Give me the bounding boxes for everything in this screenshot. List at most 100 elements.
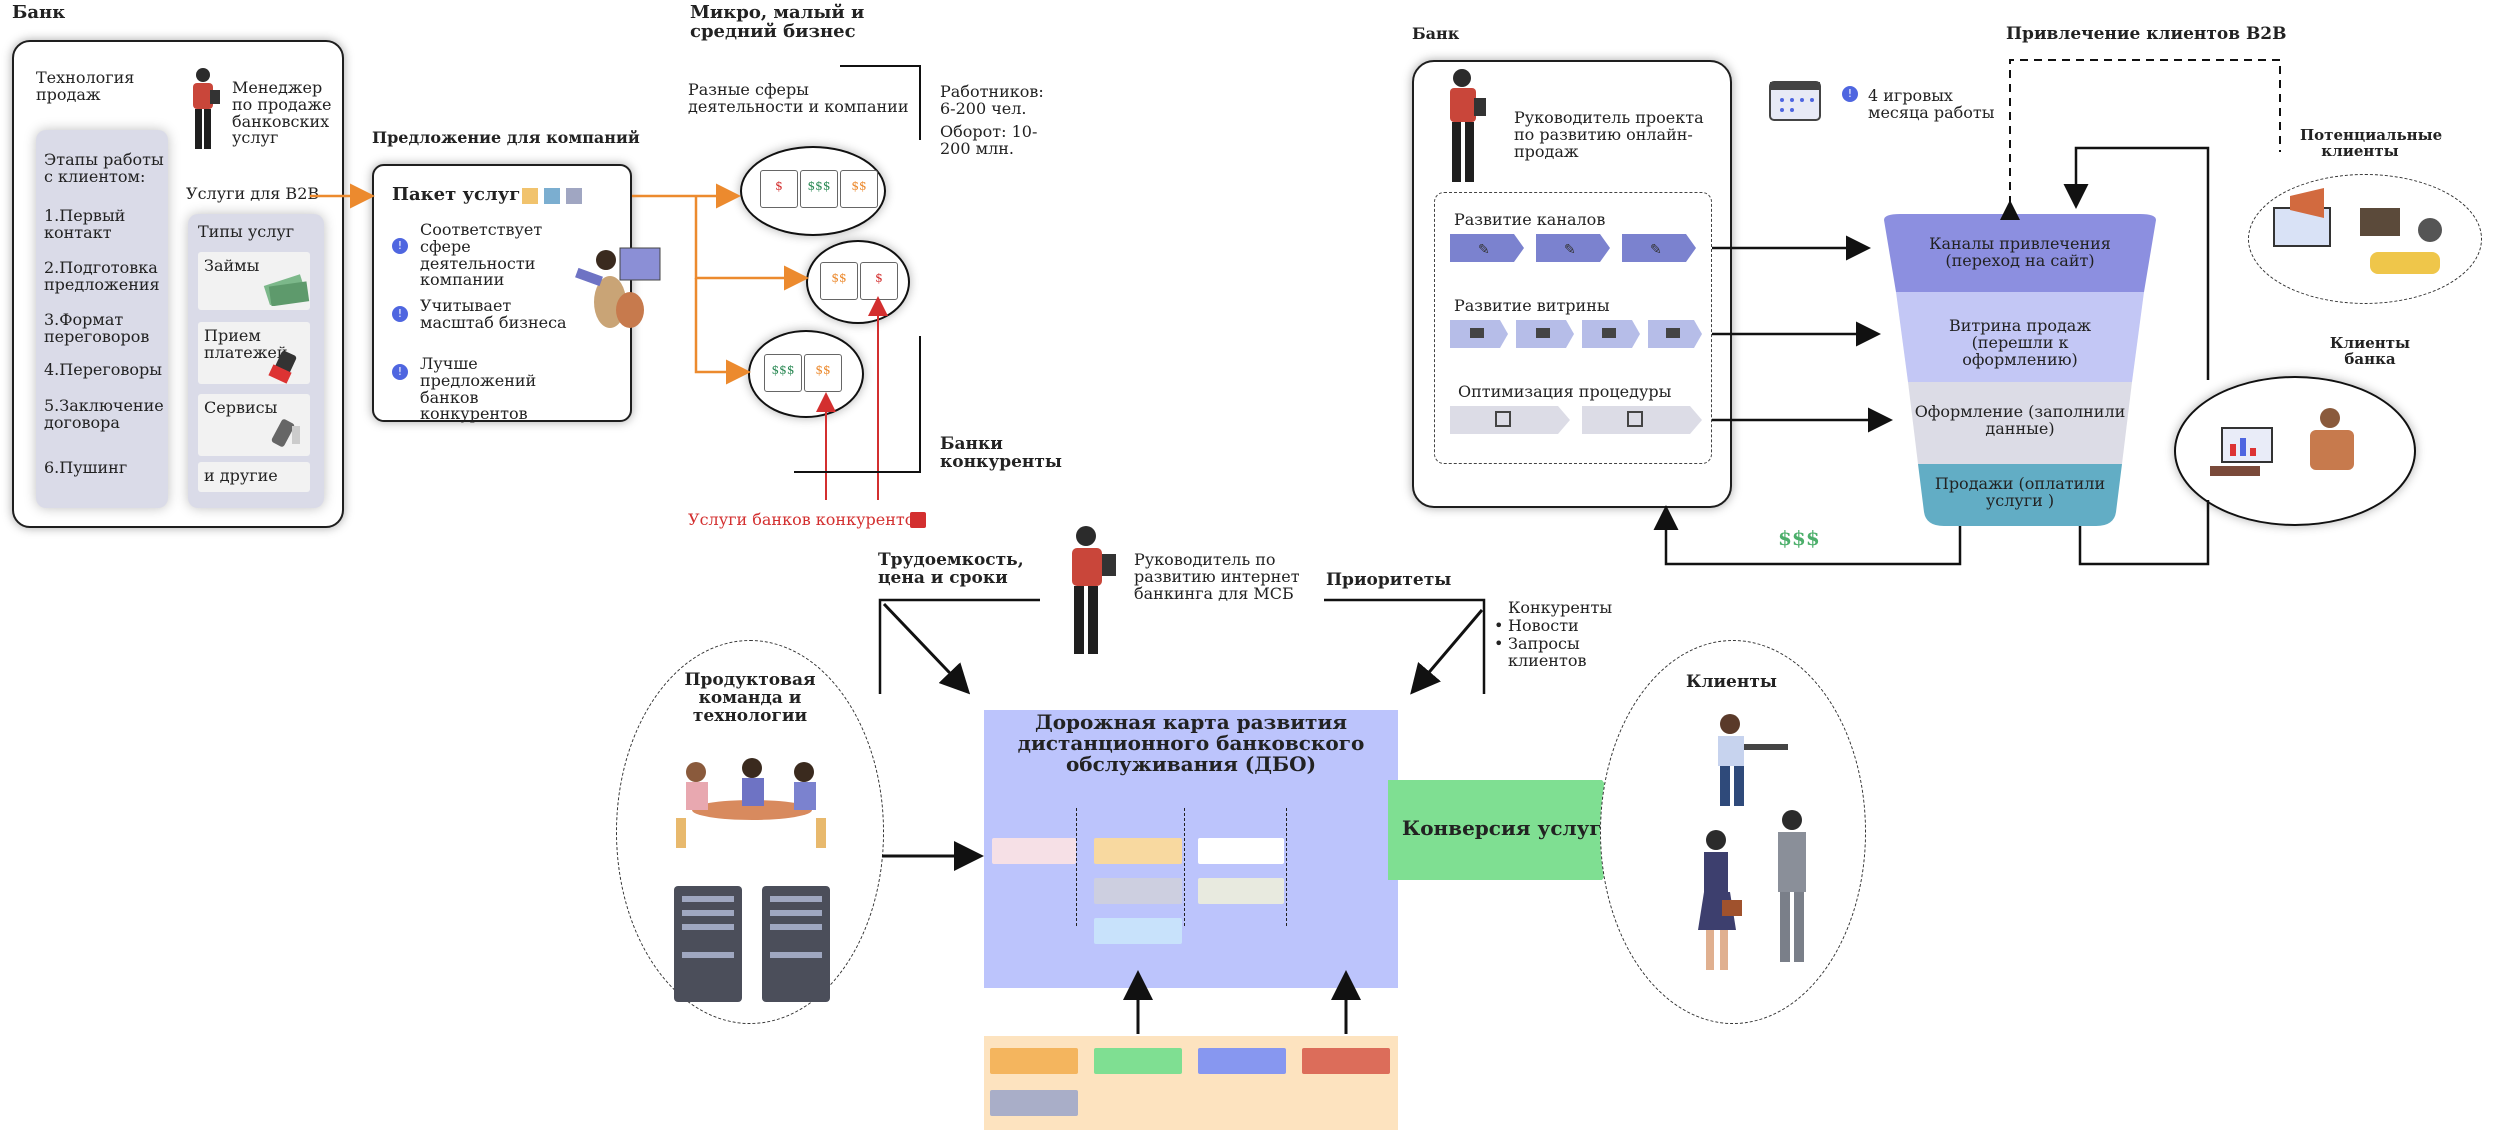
turnover-label: Оборот: 10-200 млн. — [940, 122, 1038, 158]
labor-label: Трудоемкость, цена и сроки — [878, 550, 1024, 588]
spheres-label: Разные сферы деятельности и компании — [688, 80, 909, 116]
money-icon — [263, 274, 310, 306]
bank-clients-ellipse — [2174, 376, 2416, 526]
stage-item: 5.Заключение договора — [44, 396, 164, 432]
bullet-dot: • — [1494, 616, 1504, 635]
funnel-stage: Каналы привлечения (переход на сайт) — [1929, 234, 2111, 270]
clients-icon — [1698, 714, 1806, 970]
type-item: Сервисы — [204, 398, 278, 417]
type-card — [198, 462, 310, 492]
info-icon: ! — [392, 238, 408, 254]
backlog-bar — [1198, 1048, 1286, 1074]
backlog-bar — [990, 1048, 1078, 1074]
chip: $$$ — [764, 354, 802, 392]
conversion-arrow — [1388, 780, 1638, 880]
head-label: Руководитель по развитию интернет банкин… — [1134, 550, 1300, 603]
clients-ellipse — [1600, 640, 1866, 1024]
potential-clients-title: Потенциальные клиенты — [2300, 126, 2443, 160]
conversion-label: Конверсия услуги — [1402, 816, 1617, 840]
svg-text:✎: ✎ — [1478, 242, 1490, 258]
roadmap-bar — [1198, 878, 1284, 904]
tech-label: Технология продаж — [36, 68, 135, 104]
type-item: и другие — [204, 466, 278, 485]
right-bank-title: Банк — [1412, 24, 1460, 43]
priority-item: Конкуренты — [1508, 598, 1613, 617]
channels-chevrons: ✎ ✎ ✎ — [1450, 234, 1696, 262]
card-terminal-icon — [268, 350, 297, 384]
type-card — [198, 322, 310, 384]
type-item: Прием платежей — [204, 326, 288, 362]
presenter-figure-icon — [575, 247, 661, 328]
showcase-chevrons — [1450, 320, 1702, 348]
procedure-chevrons — [1450, 406, 1702, 434]
package-swatch — [566, 188, 582, 204]
months-label: 4 игровых месяца работы — [1868, 86, 1995, 122]
bullet-dot: • — [1494, 634, 1504, 653]
package-swatch — [522, 188, 538, 204]
chip: $ — [760, 170, 798, 208]
competitors-title: Банки конкуренты — [940, 434, 1062, 472]
pm-label: Руководитель проекта по развитию онлайн-… — [1514, 108, 1704, 161]
roadmap-divider — [1286, 808, 1287, 926]
workers-label: Работников: 6-200 чел. — [940, 82, 1044, 118]
chip: $$ — [840, 170, 878, 208]
bank-client-icon — [2210, 408, 2354, 476]
stage-item: 3.Формат переговоров — [44, 310, 150, 346]
stages-title: Этапы работы с клиентом: — [44, 150, 164, 186]
row-title: Развитие каналов — [1454, 210, 1606, 229]
types-title: Типы услуг — [198, 222, 295, 241]
servers-icon — [674, 886, 830, 1002]
roadmap-bar — [1094, 838, 1182, 864]
chip: $$ — [804, 354, 842, 392]
left-bank-title: Банк — [12, 2, 66, 23]
calendar-icon — [1769, 81, 1821, 121]
info-icon: ! — [1842, 86, 1858, 102]
funnel-stage: Оформление (заполнили данные) — [1914, 402, 2126, 438]
manager-figure-icon — [193, 68, 220, 149]
sme-title: Микро, малый и средний бизнес — [690, 2, 865, 42]
competitor-swatch — [910, 512, 926, 528]
roadmap-title: Дорожная карта развития дистанционного б… — [1017, 710, 1365, 776]
head-figure-icon — [1072, 526, 1116, 654]
offer-point: Соответствует сфере деятельности компани… — [420, 220, 543, 290]
funnel-stage: Витрина продаж (перешли к оформлению) — [1948, 316, 2092, 369]
money-label: $$$ — [1778, 526, 1820, 550]
backlog-bar — [990, 1090, 1078, 1116]
roadmap-divider — [1076, 808, 1077, 926]
stage-item: 1.Первый контакт — [44, 206, 126, 242]
offer-point: Учитывает масштаб бизнеса — [420, 296, 567, 332]
offer-point: Лучше предложений банков конкурентов — [420, 354, 537, 424]
roadmap-bar — [1198, 838, 1284, 864]
svg-text:✎: ✎ — [1564, 242, 1576, 258]
package-title: Пакет услуг — [392, 184, 521, 205]
backlog-bar — [1302, 1048, 1390, 1074]
offer-title: Предложение для компаний — [372, 128, 640, 147]
type-item: Займы — [204, 256, 260, 275]
backlog-bar — [1094, 1048, 1182, 1074]
b2b-label: Услуги для B2B — [186, 184, 320, 203]
team-meeting-icon — [676, 758, 826, 848]
row-title: Развитие витрины — [1454, 296, 1610, 315]
roadmap-bar — [1094, 918, 1182, 944]
b2b-acquisition-title: Привлечение клиентов B2B — [2006, 24, 2287, 44]
row-title: Оптимизация процедуры — [1458, 382, 1672, 401]
package-swatch — [544, 188, 560, 204]
stages-panel — [36, 130, 168, 508]
team-title: Продуктовая команда и технологии — [684, 670, 816, 726]
chip: $$ — [820, 262, 858, 300]
stage-item: 6.Пушинг — [44, 458, 128, 477]
funnel-stage: Продажи (оплатили услуги ) — [1934, 474, 2106, 510]
competitor-services-label: Услуги банков конкурентов — [688, 510, 924, 529]
chip: $ — [860, 262, 898, 300]
roadmap-bar — [1094, 878, 1182, 904]
info-icon: ! — [392, 364, 408, 380]
svg-text:✎: ✎ — [1650, 242, 1662, 258]
advertising-icon — [2273, 188, 2442, 274]
priorities-label: Приоритеты — [1326, 570, 1452, 590]
stage-item: 2.Подготовка предложения — [44, 258, 160, 294]
phone-icon — [271, 419, 300, 447]
priority-item: Запросы клиентов — [1508, 634, 1587, 670]
clients-title: Клиенты — [1686, 672, 1777, 692]
bank-clients-title: Клиенты банка — [2329, 334, 2411, 368]
chip: $$$ — [800, 170, 838, 208]
